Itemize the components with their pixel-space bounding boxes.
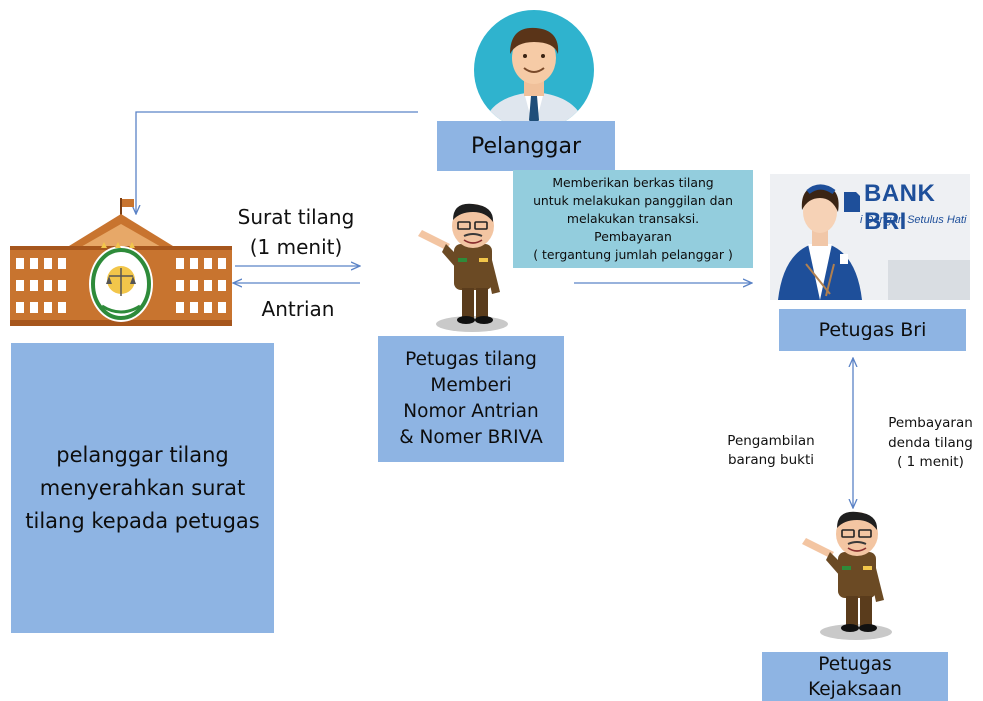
customer-label: Pelanggar bbox=[470, 133, 581, 159]
bri-teller-icon bbox=[770, 174, 970, 300]
bri-note-line: ( tergantung jumlah pelanggar ) bbox=[533, 247, 733, 262]
surat-label: Surat tilang (1 menit) bbox=[222, 202, 370, 262]
violator-line: menyerahkan surat bbox=[39, 475, 246, 500]
courthouse-icon bbox=[10, 198, 232, 326]
bri-tagline: i Dengan Setulus Hati bbox=[860, 214, 967, 226]
bri-note-line: melakukan transaksi. bbox=[566, 211, 700, 226]
prosecutor-line: Kejaksaan bbox=[808, 679, 902, 700]
officer-line: Petugas tilang bbox=[405, 349, 537, 370]
surat-label-line: Surat tilang bbox=[237, 205, 355, 229]
bri-box: Petugas Bri bbox=[779, 309, 966, 351]
bri-note-line: Pembayaran bbox=[594, 229, 672, 244]
customer-avatar-icon bbox=[474, 10, 594, 130]
prosecutor-figure-icon bbox=[802, 511, 892, 640]
bri-note-line: untuk melakukan panggilan dan bbox=[533, 193, 733, 208]
bri-note-line: Memberikan berkas tilang bbox=[552, 175, 714, 190]
pembayaran-line: Pembayaran bbox=[888, 415, 973, 431]
pembayaran-line: ( 1 menit) bbox=[897, 454, 964, 470]
bri-box-label: Petugas Bri bbox=[818, 319, 927, 341]
pembayaran-label: Pembayaran denda tilang ( 1 menit) bbox=[878, 414, 983, 473]
pengambilan-label: Pengambilan barang bukti bbox=[716, 432, 826, 470]
pengambilan-line: barang bukti bbox=[727, 452, 815, 468]
pengambilan-line: Pengambilan bbox=[727, 433, 815, 449]
officer-line: & Nomer BRIVA bbox=[399, 427, 543, 448]
prosecutor-box: Petugas Kejaksaan bbox=[762, 652, 948, 701]
pembayaran-line: denda tilang bbox=[888, 434, 973, 451]
violator-box: pelanggar tilang menyerahkan surat tilan… bbox=[11, 343, 274, 633]
prosecutor-line: Petugas bbox=[818, 654, 892, 675]
officer-line: Memberi bbox=[430, 375, 512, 396]
officer-figure-icon bbox=[418, 203, 508, 332]
customer-box: Pelanggar bbox=[437, 121, 615, 171]
bri-photo: BANK BRI i Dengan Setulus Hati bbox=[770, 174, 970, 300]
officer-box: Petugas tilang Memberi Nomor Antrian & N… bbox=[378, 336, 564, 462]
bri-logo-text: BANK BRI bbox=[864, 180, 936, 235]
violator-line: pelanggar tilang bbox=[56, 442, 229, 467]
bri-note-box: Memberikan berkas tilang untuk melakukan… bbox=[513, 170, 753, 268]
violator-line: tilang kepada petugas bbox=[25, 508, 260, 533]
officer-line: Nomor Antrian bbox=[403, 401, 539, 422]
antrian-label: Antrian bbox=[261, 297, 335, 321]
surat-label-line: (1 menit) bbox=[249, 235, 343, 259]
